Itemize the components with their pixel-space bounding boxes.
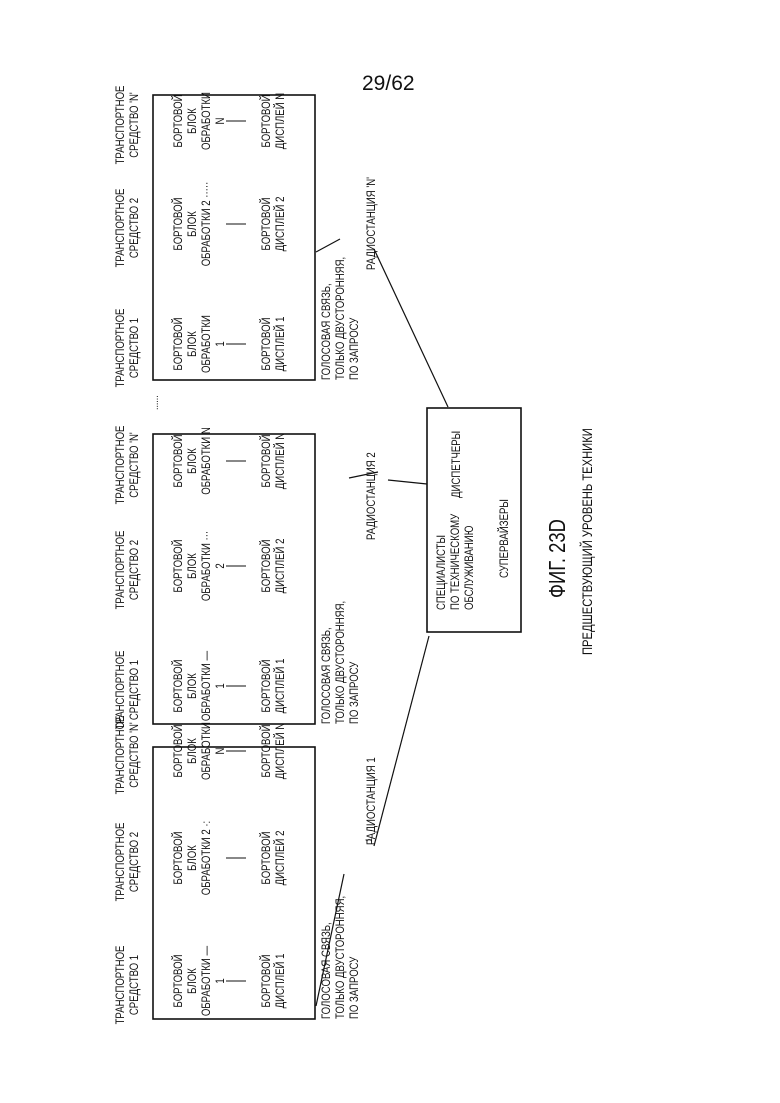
onboard-display-label: ДИСПЛЕЙ N	[273, 723, 287, 779]
vehicle-title: СРЕДСТВО 2	[128, 198, 141, 258]
vehicle-title: ТРАНСПОРТНОЕ	[114, 946, 127, 1025]
onboard-display-label: ДИСПЛЕЙ 1	[273, 317, 287, 372]
onboard-unit-label: ОБРАБОТКИ ···	[200, 531, 213, 601]
group-ellipsis: ......	[149, 395, 161, 410]
onboard-display-label: БОРТОВОЙ	[259, 198, 273, 251]
onboard-display-label: БОРТОВОЙ	[259, 832, 273, 885]
voice-note: ТОЛЬКО ДВУСТОРОННЯЯ,	[334, 601, 347, 724]
vehicle-group-2: ТРАНСПОРТНОЕСРЕДСТВО 1БОРТОВОЙБЛОКОБРАБО…	[114, 426, 378, 730]
onboard-display-label: ДИСПЛЕЙ 2	[273, 197, 287, 252]
onboard-unit-number: 1	[214, 341, 227, 346]
central-box-label: ПО ТЕХНИЧЕСКОМУ	[449, 514, 462, 610]
onboard-unit-label: БЛОК	[186, 108, 199, 134]
onboard-unit-label: БОРТОВОЙ	[171, 198, 185, 251]
link-group1-center	[374, 636, 429, 846]
voice-note: ПО ЗАПРОСУ	[348, 957, 361, 1019]
vehicle-title: СРЕДСТВО 'N'	[128, 92, 141, 157]
onboard-unit-label: БОРТОВОЙ	[171, 955, 185, 1008]
central-box-label: СПЕЦИАЛИСТЫ	[435, 535, 448, 610]
onboard-display-label: ДИСПЛЕЙ 1	[273, 954, 287, 1009]
onboard-unit-number: 1	[214, 683, 227, 688]
central-box-label: ДИСПЕТЧЕРЫ	[450, 431, 463, 498]
onboard-unit-number: 1	[214, 978, 227, 983]
onboard-unit-label: БЛОК	[186, 968, 199, 994]
onboard-display-label: БОРТОВОЙ	[259, 435, 273, 488]
vehicle-title: СРЕДСТВО 1	[128, 660, 141, 720]
onboard-unit-label: ОБРАБОТКИ	[200, 92, 213, 150]
onboard-unit-number: N	[214, 118, 227, 125]
voice-note: ТОЛЬКО ДВУСТОРОННЯЯ,	[334, 257, 347, 380]
voice-note-subscript: 1	[364, 838, 374, 842]
voice-note: ПО ЗАПРОСУ	[348, 318, 361, 380]
onboard-display-label: БОРТОВОЙ	[259, 540, 273, 593]
vehicle-title: СРЕДСТВО 'N'	[128, 432, 141, 497]
figure-caption: ПРЕДШЕСТВУЮЩИЙ УРОВЕНЬ ТЕХНИКИ	[579, 428, 596, 655]
link-groupN-tick	[316, 239, 340, 252]
onboard-unit-label: БЛОК	[186, 845, 199, 871]
onboard-display-label: БОРТОВОЙ	[259, 318, 273, 371]
vehicle-title: ТРАНСПОРТНОЕ	[114, 426, 127, 505]
link-group2-center	[388, 480, 427, 484]
onboard-unit-label: ОБРАБОТКИ —	[200, 651, 213, 721]
central-box-label: СУПЕРВАЙЗЕРЫ	[497, 499, 511, 578]
onboard-unit-label: БЛОК	[186, 331, 199, 357]
onboard-display-label: БОРТОВОЙ	[259, 95, 273, 148]
onboard-unit-number: N	[214, 748, 227, 755]
onboard-display-label: БОРТОВОЙ	[259, 955, 273, 1008]
vehicle-group-3: ТРАНСПОРТНОЕСРЕДСТВО 1БОРТОВОЙБЛОКОБРАБО…	[114, 86, 378, 388]
onboard-unit-label: БОРТОВОЙ	[171, 725, 185, 778]
radio-station-label: РАДИОСТАНЦИЯ 'N'	[365, 177, 378, 270]
onboard-display-label: БОРТОВОЙ	[259, 725, 273, 778]
onboard-unit-label: БОРТОВОЙ	[171, 318, 185, 371]
voice-note: ГОЛОСОВАЯ СВЯЗЬ,	[320, 627, 333, 724]
diagram-graphics: ТРАНСПОРТНОЕСРЕДСТВО 1БОРТОВОЙБЛОКОБРАБО…	[114, 86, 595, 1025]
onboard-display-label: ДИСПЛЕЙ 1	[273, 659, 287, 714]
onboard-unit-label: БОРТОВОЙ	[171, 832, 185, 885]
voice-note: ГОЛОСОВАЯ СВЯЗЬ,	[320, 283, 333, 380]
onboard-display-label: ДИСПЛЕЙ 2	[273, 831, 287, 886]
vehicle-title: СРЕДСТВО 2	[128, 832, 141, 892]
onboard-unit-label: БЛОК	[186, 673, 199, 699]
onboard-display-label: ДИСПЛЕЙ N	[273, 93, 287, 149]
vehicle-title: ТРАНСПОРТНОЕ	[114, 823, 127, 902]
onboard-unit-label: БЛОК	[186, 738, 199, 764]
link-groupN-center	[374, 249, 448, 407]
onboard-unit-number: 2	[214, 563, 227, 568]
onboard-unit-label: ОБРАБОТКИ 2 ·:	[200, 821, 213, 895]
vehicle-title: ТРАНСПОРТНОЕ	[114, 189, 127, 268]
vehicle-title: СРЕДСТВО 1	[128, 318, 141, 378]
vehicle-title: ТРАНСПОРТНОЕ	[114, 86, 127, 165]
radio-station-label: РАДИОСТАНЦИЯ 2	[365, 452, 378, 540]
vehicle-title: ТРАНСПОРТНОЕ	[114, 651, 127, 730]
vehicle-title: ТРАНСПОРТНОЕ	[114, 309, 127, 388]
vehicle-group-1: ТРАНСПОРТНОЕСРЕДСТВО 1БОРТОВОЙБЛОКОБРАБО…	[114, 716, 378, 1025]
onboard-unit-label: БЛОК	[186, 553, 199, 579]
onboard-unit-label: ОБРАБОТКИ	[200, 722, 213, 780]
onboard-display-label: БОРТОВОЙ	[259, 660, 273, 713]
radio-station-label: РАДИОСТАНЦИЯ 1	[365, 757, 378, 845]
onboard-display-label: ДИСПЛЕЙ 2	[273, 539, 287, 594]
onboard-unit-label: БОРТОВОЙ	[171, 660, 185, 713]
onboard-unit-label: БОРТОВОЙ	[171, 540, 185, 593]
onboard-unit-label: БОРТОВОЙ	[171, 95, 185, 148]
onboard-unit-label: БЛОК	[186, 211, 199, 237]
vehicle-title: СРЕДСТВО 'N'	[128, 722, 141, 787]
onboard-unit-label: ОБРАБОТКИ N	[200, 427, 213, 495]
vehicle-title: СРЕДСТВО 2	[128, 540, 141, 600]
vehicle-title: ТРАНСПОРТНОЕ	[114, 531, 127, 610]
onboard-unit-label: БЛОК	[186, 448, 199, 474]
central-box-label: ОБСЛУЖИВАНИЮ	[463, 526, 476, 610]
onboard-unit-label: ОБРАБОТКИ 2 ·····	[200, 182, 213, 267]
onboard-unit-label: БОРТОВОЙ	[171, 435, 185, 488]
vehicle-title: СРЕДСТВО 1	[128, 955, 141, 1015]
onboard-unit-label: ОБРАБОТКИ —	[200, 946, 213, 1016]
voice-note: ПО ЗАПРОСУ	[348, 662, 361, 724]
voice-note: ГОЛОСОВАЯ СВЯЗЬ,	[320, 922, 333, 1019]
onboard-display-label: ДИСПЛЕЙ N	[273, 433, 287, 489]
figure-label: ФИГ. 23D	[545, 519, 570, 598]
onboard-unit-label: ОБРАБОТКИ	[200, 315, 213, 373]
